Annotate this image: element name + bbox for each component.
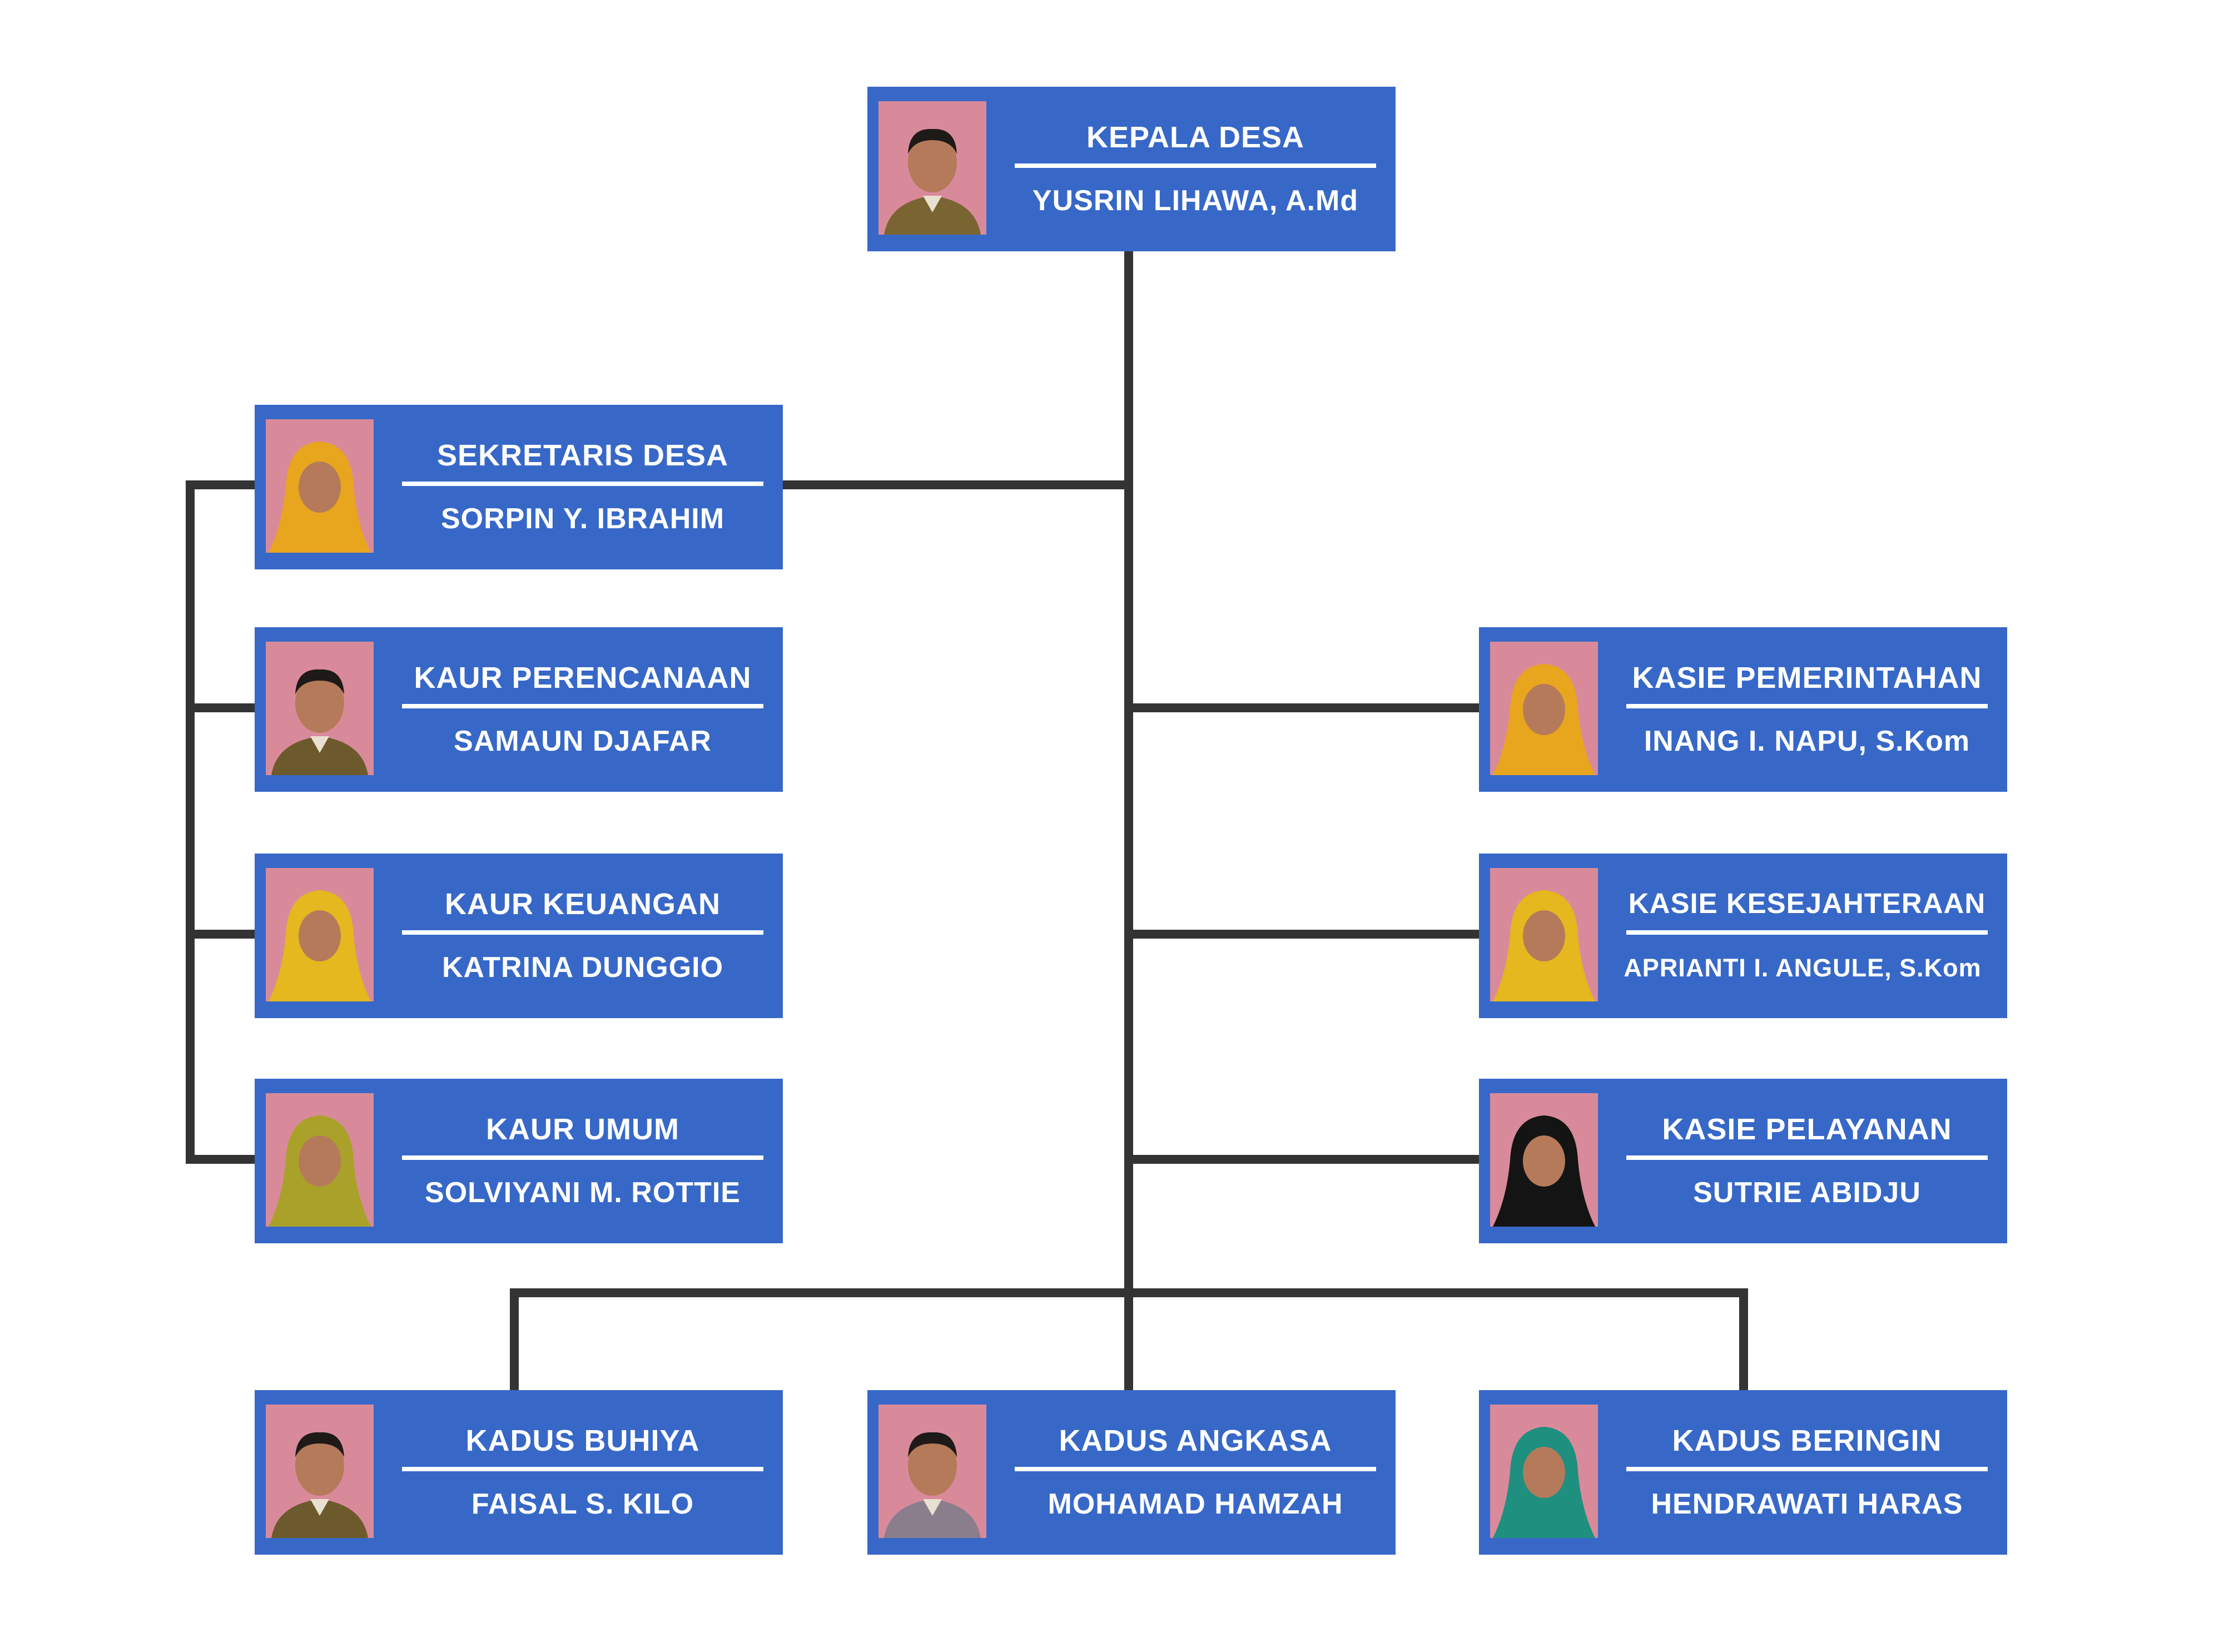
divider — [1015, 1467, 1376, 1471]
node-kaur-keuangan: KAUR KEUANGAN KATRINA DUNGGIO — [255, 854, 783, 1018]
female-hijab-portrait-icon — [1490, 642, 1598, 775]
node-kadus-buhiya: KADUS BUHIYA FAISAL S. KILO — [255, 1390, 783, 1555]
male-portrait-icon — [878, 101, 986, 235]
female-hijab-portrait-icon — [266, 1093, 374, 1227]
person-name: SAMAUN DJAFAR — [454, 725, 712, 757]
role-label: KAUR UMUM — [486, 1113, 679, 1146]
divider — [1626, 1467, 1988, 1471]
node-kadus-angkasa: KADUS ANGKASA MOHAMAD HAMZAH — [867, 1390, 1396, 1555]
divider — [1626, 1155, 1988, 1160]
role-label: KAUR PERENCANAAN — [414, 661, 752, 694]
role-label: KEPALA DESA — [1086, 121, 1305, 154]
role-label: KASIE KESEJAHTERAAN — [1628, 887, 1986, 919]
role-label: KADUS BUHIYA — [465, 1424, 700, 1457]
male-portrait-icon — [878, 1405, 986, 1538]
divider — [402, 482, 763, 486]
person-name: SOLVIYANI M. ROTTIE — [425, 1177, 741, 1209]
person-name: SORPIN Y. IBRAHIM — [440, 503, 725, 535]
person-name: HENDRAWATI HARAS — [1651, 1488, 1963, 1520]
female-hijab-portrait-icon — [1490, 1405, 1598, 1538]
divider — [402, 1467, 763, 1471]
person-name: MOHAMAD HAMZAH — [1048, 1488, 1343, 1520]
divider — [402, 704, 763, 708]
divider — [402, 1155, 763, 1160]
role-label: KASIE PEMERINTAHAN — [1632, 661, 1982, 694]
divider — [1626, 930, 1988, 935]
female-hijab-portrait-icon — [266, 868, 374, 1001]
role-label: KAUR KEUANGAN — [445, 887, 721, 921]
female-hijab-portrait-icon — [266, 419, 374, 553]
female-hijab-portrait-icon — [1490, 1093, 1598, 1227]
person-name: KATRINA DUNGGIO — [441, 951, 724, 984]
node-kadus-beringin: KADUS BERINGIN HENDRAWATI HARAS — [1479, 1390, 2007, 1555]
role-label: SEKRETARIS DESA — [436, 439, 729, 472]
node-kasie-kesejahteraan: KASIE KESEJAHTERAAN APRIANTI I. ANGULE, … — [1479, 854, 2007, 1018]
male-portrait-icon — [266, 1405, 374, 1538]
node-kepala-desa: KEPALA DESA YUSRIN LIHAWA, A.Md — [867, 87, 1396, 251]
male-portrait-icon — [266, 642, 374, 775]
divider — [402, 930, 763, 935]
person-name: FAISAL S. KILO — [471, 1488, 694, 1520]
person-name: SUTRIE ABIDJU — [1693, 1177, 1921, 1209]
role-label: KADUS BERINGIN — [1672, 1424, 1942, 1457]
divider — [1626, 704, 1988, 708]
divider — [1015, 163, 1376, 168]
node-sekretaris-desa: SEKRETARIS DESA SORPIN Y. IBRAHIM — [255, 405, 783, 569]
node-kasie-pelayanan: KASIE PELAYANAN SUTRIE ABIDJU — [1479, 1079, 2007, 1243]
female-hijab-portrait-icon — [1490, 868, 1598, 1001]
node-kaur-umum: KAUR UMUM SOLVIYANI M. ROTTIE — [255, 1079, 783, 1243]
person-name: APRIANTI I. ANGULE, S.Kom — [1624, 954, 1982, 982]
node-kasie-pemerintahan: KASIE PEMERINTAHAN INANG I. NAPU, S.Kom — [1479, 627, 2007, 792]
person-name: INANG I. NAPU, S.Kom — [1644, 725, 1970, 757]
role-label: KADUS ANGKASA — [1059, 1424, 1332, 1457]
person-name: YUSRIN LIHAWA, A.Md — [1032, 185, 1359, 217]
node-kaur-perencanaan: KAUR PERENCANAAN SAMAUN DJAFAR — [255, 627, 783, 792]
role-label: KASIE PELAYANAN — [1662, 1113, 1952, 1146]
